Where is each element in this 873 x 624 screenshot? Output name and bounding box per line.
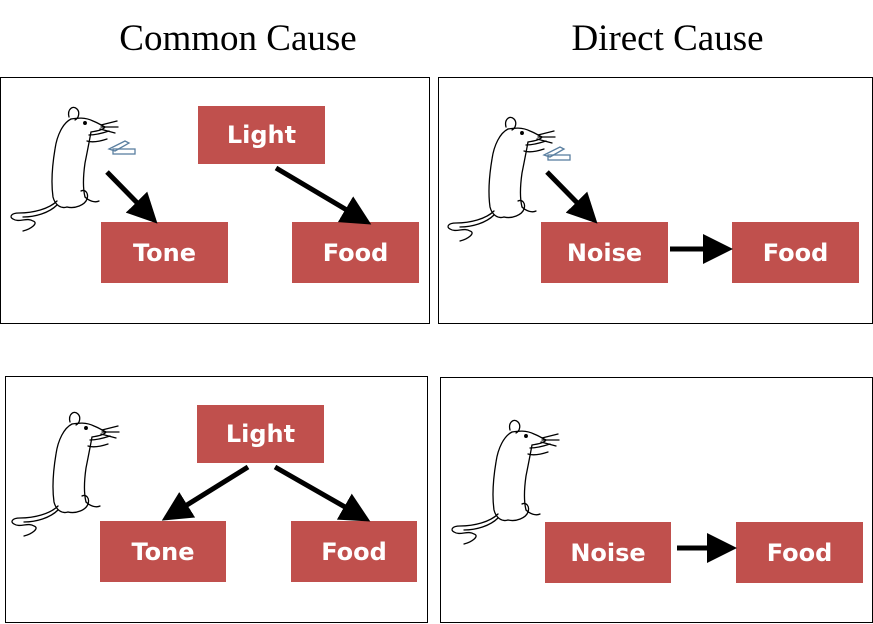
arrow-icon	[273, 464, 371, 522]
heading-common-cause: Common Cause	[119, 18, 357, 59]
box-noise: Noise	[541, 222, 668, 283]
box-tone: Tone	[101, 222, 228, 283]
box-light: Light	[197, 405, 324, 463]
arrow-icon	[274, 165, 372, 225]
box-food: Food	[736, 522, 863, 583]
box-food: Food	[291, 521, 417, 582]
arrow-icon	[545, 170, 598, 224]
box-tone: Tone	[100, 521, 226, 582]
arrow-icon	[161, 464, 250, 521]
box-food: Food	[732, 222, 859, 283]
box-food: Food	[292, 222, 419, 283]
box-noise: Noise	[545, 522, 671, 583]
box-light: Light	[198, 106, 325, 164]
heading-direct-cause: Direct Cause	[571, 18, 764, 59]
arrow-icon	[105, 170, 158, 224]
